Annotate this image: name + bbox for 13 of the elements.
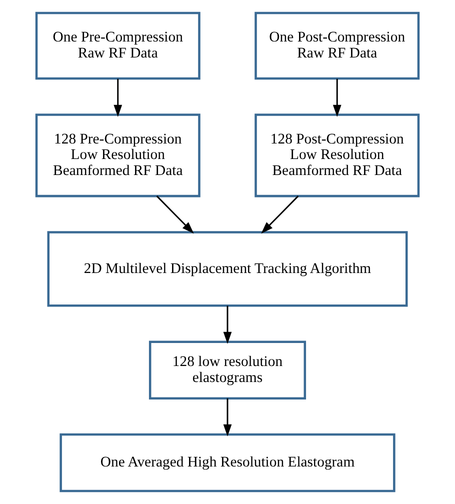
arrow xyxy=(261,196,299,234)
node-box: One Averaged High Resolution Elastogram xyxy=(60,433,396,492)
node-box: 128 low resolution elastograms xyxy=(148,340,306,400)
node-box: 128 Post-Compression Low Resolution Beamformed RF Data xyxy=(254,114,420,198)
node-box: One Post-Compression Raw RF Data xyxy=(254,12,420,80)
node-box: 128 Pre-Compression Low Resolution Beamformed RF Data xyxy=(35,114,200,198)
arrow xyxy=(156,196,194,234)
arrow xyxy=(223,398,232,436)
node-box: 2D Multilevel Displacement Tracking Algorithm xyxy=(47,231,408,307)
arrow xyxy=(114,78,122,117)
node-box: One Pre-Compression Raw RF Data xyxy=(35,12,200,80)
arrow xyxy=(332,78,342,117)
arrow xyxy=(223,306,232,344)
